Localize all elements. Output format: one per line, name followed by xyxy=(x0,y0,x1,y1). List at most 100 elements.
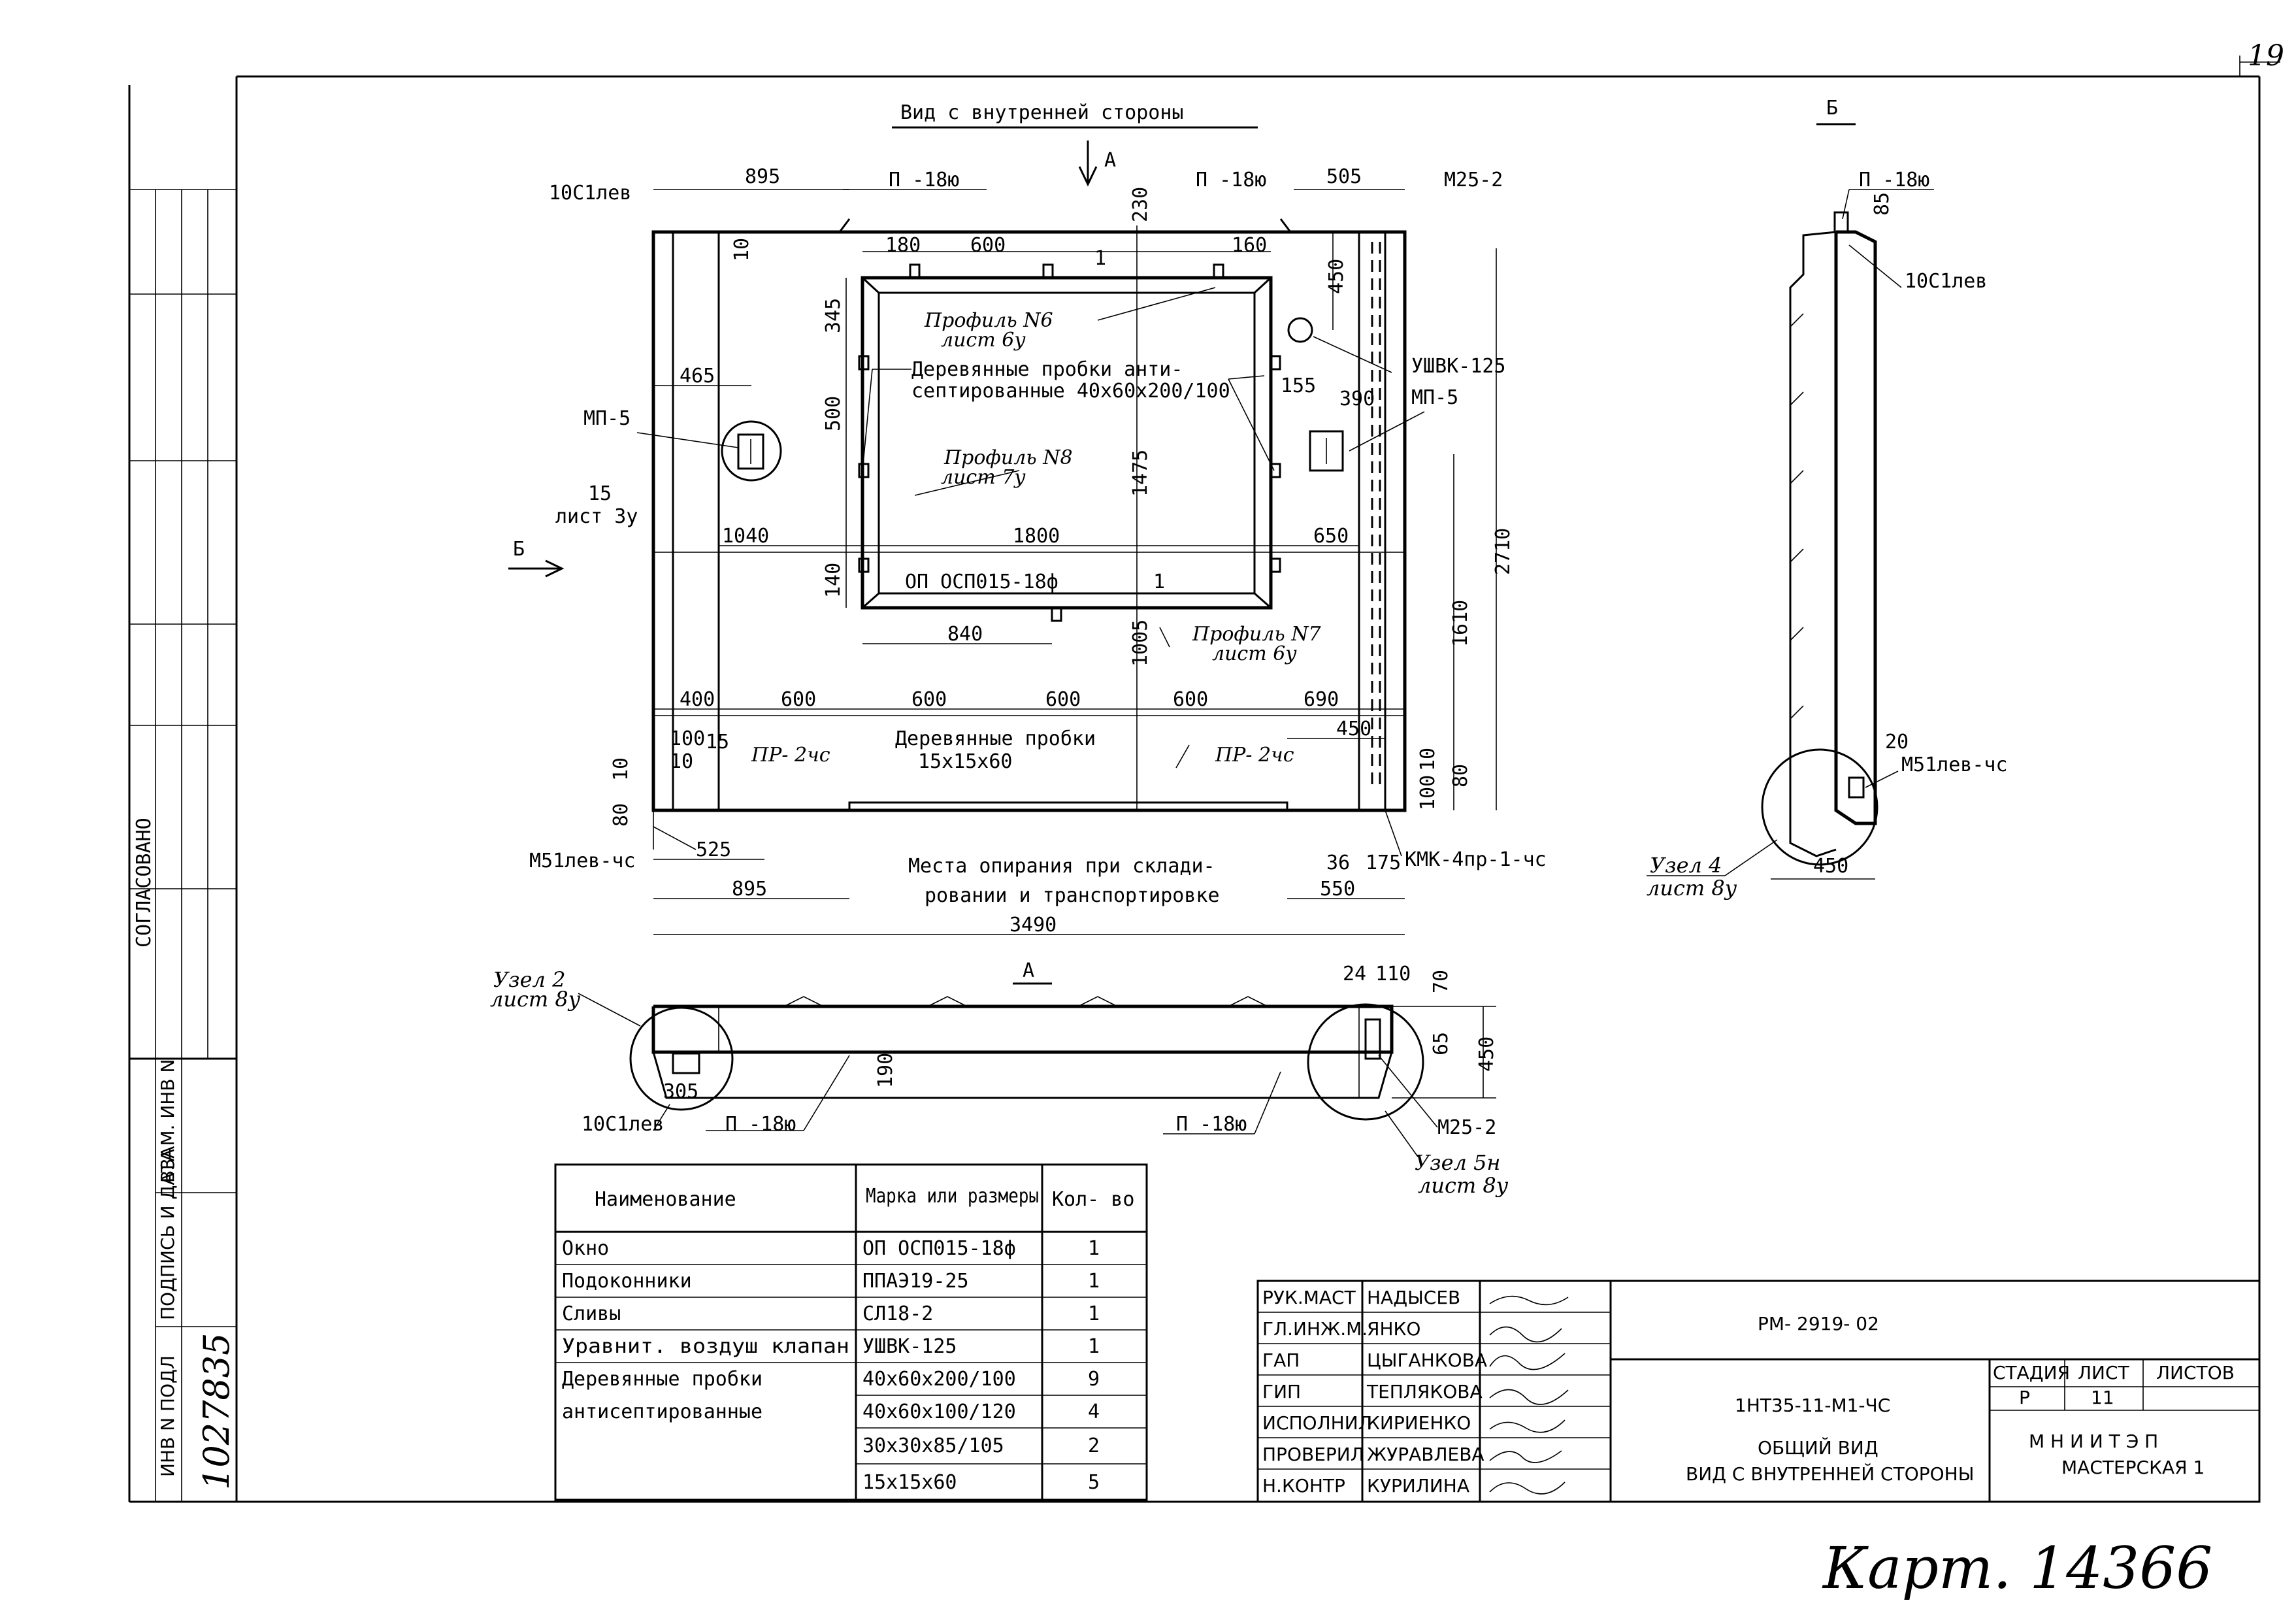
dim-2710: 2710 xyxy=(1492,528,1515,575)
title-block-roles: РУК.МАСТ ГЛ.ИНЖ.М. ГАП ГИП ИСПОЛНИЛ ПРОВ… xyxy=(1262,1287,1487,1497)
dim-100-b: 100 xyxy=(1417,775,1439,810)
profile-8-label: Профиль N8 xyxy=(943,446,1073,469)
leaders xyxy=(636,287,1425,857)
section-a-node5-sheet: лист 8у xyxy=(1418,1173,1509,1198)
window-mark: ОП ОСП015-18ф xyxy=(905,571,1058,593)
spec-header-mark: Марка или размеры xyxy=(866,1185,1039,1208)
dim-895-bottom: 895 xyxy=(732,878,767,901)
role-4: ИСПОЛНИЛ xyxy=(1262,1412,1372,1434)
wall-panel xyxy=(651,218,1407,812)
spec-row-3-name: Уравнит. воздуш клапан xyxy=(562,1335,849,1358)
dim-3490: 3490 xyxy=(1009,914,1057,936)
role-3: ГИП xyxy=(1262,1381,1301,1402)
spec-header-name: Наименование xyxy=(595,1188,736,1211)
spec-header-qty: Кол- во xyxy=(1052,1188,1134,1211)
section-a-dim-24: 24 xyxy=(1343,963,1366,985)
dim-160: 160 xyxy=(1232,234,1267,257)
arrow-b-label: Б xyxy=(513,538,525,561)
stage-value: Р xyxy=(2019,1387,2030,1408)
spec-row-5-mark: 40х60х100/120 xyxy=(862,1400,1016,1423)
inv-number: 1027835 xyxy=(196,1333,237,1491)
section-a-dim-305: 305 xyxy=(663,1080,698,1103)
dim-525: 525 xyxy=(696,838,731,861)
dim-550: 550 xyxy=(1320,878,1355,901)
name-5: ЖУРАВЛЕВА xyxy=(1367,1444,1484,1465)
spec-row-7-mark: 15х15х60 xyxy=(862,1471,957,1494)
window-one-bottom: 1 xyxy=(1153,571,1165,593)
lintel-left-label: П -18ю xyxy=(889,169,959,191)
dim-600-b: 600 xyxy=(911,688,947,711)
spec-row-1-mark: ППАЭ19-25 xyxy=(862,1270,969,1293)
section-a-dim-190: 190 xyxy=(874,1053,897,1088)
spec-row-6-qty: 2 xyxy=(1088,1434,1100,1457)
section-a-anchor: М25-2 xyxy=(1437,1116,1496,1139)
spec-table-rows: Окно ОП ОСП015-18ф 1 Подоконники ППАЭ19-… xyxy=(562,1237,1100,1494)
dim-1005: 1005 xyxy=(1129,620,1152,667)
stage-header: СТАДИЯ xyxy=(1993,1362,2070,1383)
section-a-node2: Узел 2 xyxy=(493,967,565,992)
role-1: ГЛ.ИНЖ.М. xyxy=(1262,1318,1368,1340)
dim-895-top: 895 xyxy=(745,165,780,188)
dim-10-d: 10 xyxy=(1417,748,1439,771)
spec-row-5-name: антисептированные xyxy=(562,1400,763,1423)
spec-row-2-qty: 1 xyxy=(1088,1302,1100,1325)
m51-left-label: М51лев-чс xyxy=(529,850,636,872)
panel-code: 1НТ35-11-М1-ЧС xyxy=(1735,1395,1890,1416)
dim-450-b: 450 xyxy=(1336,718,1371,740)
dim-390: 390 xyxy=(1339,388,1375,410)
spec-row-3-qty: 1 xyxy=(1088,1335,1100,1358)
spec-row-2-mark: СЛ18-2 xyxy=(862,1302,933,1325)
section-b-dim-85: 85 xyxy=(1871,192,1894,216)
section-b-corner: 10С1лев xyxy=(1905,270,1987,293)
spec-row-0-qty: 1 xyxy=(1088,1237,1100,1260)
dim-450-top: 450 xyxy=(1325,259,1348,294)
dim-690: 690 xyxy=(1304,688,1339,711)
dim-1610: 1610 xyxy=(1449,600,1472,647)
spec-row-4-qty: 9 xyxy=(1088,1368,1100,1391)
spec-row-5-qty: 4 xyxy=(1088,1400,1100,1423)
dim-600-a: 600 xyxy=(781,688,816,711)
name-4: КИРИЕНКО xyxy=(1367,1412,1471,1434)
dim-175: 175 xyxy=(1366,852,1401,874)
section-a-dim-110: 110 xyxy=(1375,963,1411,985)
agreed-label: СОГЛАСОВАНО xyxy=(133,818,156,948)
dim-650: 650 xyxy=(1313,525,1349,548)
dim-400: 400 xyxy=(680,688,715,711)
section-b-dim-450: 450 xyxy=(1813,855,1848,878)
desc-line-2: ВИД С ВНУТРЕННЕЙ СТОРОНЫ xyxy=(1686,1463,1974,1485)
spec-row-3-mark: УШВК-125 xyxy=(862,1335,957,1358)
anchor-right-label: М25-2 xyxy=(1444,169,1503,191)
inv-orig-label: ИНВ N ПОДЛ xyxy=(157,1355,178,1477)
dim-36: 36 xyxy=(1326,852,1350,874)
doc-code: РМ- 2919- 02 xyxy=(1758,1313,1879,1334)
pr-left-label: ПР- 2чс xyxy=(751,744,830,767)
ushvk-label: УШВК-125 xyxy=(1411,355,1506,378)
plugs-label-2: септированные 40х60х200/100 xyxy=(911,380,1230,403)
spec-row-1-qty: 1 xyxy=(1088,1270,1100,1293)
section-b-m51: М51лев-чс xyxy=(1901,753,2008,776)
name-6: КУРИЛИНА xyxy=(1367,1475,1469,1497)
profile-7-sheet: лист 6у xyxy=(1212,642,1297,665)
dept-name: МАСТЕРСКАЯ 1 xyxy=(2061,1457,2205,1478)
mp5-left-label: МП-5 xyxy=(583,407,631,430)
spec-row-7-qty: 5 xyxy=(1088,1471,1100,1494)
dim-10: 10 xyxy=(730,238,753,261)
profile-8-sheet: лист 7у xyxy=(941,466,1026,489)
section-b-lintel: П -18ю xyxy=(1859,169,1929,191)
dim-345: 345 xyxy=(822,298,845,333)
sheet-value: 11 xyxy=(2091,1387,2114,1408)
dim-180: 180 xyxy=(885,234,921,257)
role-0: РУК.МАСТ xyxy=(1262,1287,1356,1308)
section-a-title: А xyxy=(1023,959,1034,982)
section-a-node5: Узел 5н xyxy=(1415,1150,1501,1175)
dim-100-a: 100 xyxy=(670,727,705,750)
dim-600-d: 600 xyxy=(1173,688,1208,711)
section-b-node-sheet: лист 8у xyxy=(1647,876,1737,901)
spec-row-1-name: Подоконники xyxy=(562,1270,692,1293)
dim-140: 140 xyxy=(822,563,845,598)
plugs-label-1: Деревянные пробки анти- xyxy=(911,358,1183,381)
spec-row-6-mark: 30х30х85/105 xyxy=(862,1434,1004,1457)
handwritten-card: Карт. 14366 xyxy=(1822,1534,2212,1602)
section-a-lintel-left: П -18ю xyxy=(725,1113,796,1136)
